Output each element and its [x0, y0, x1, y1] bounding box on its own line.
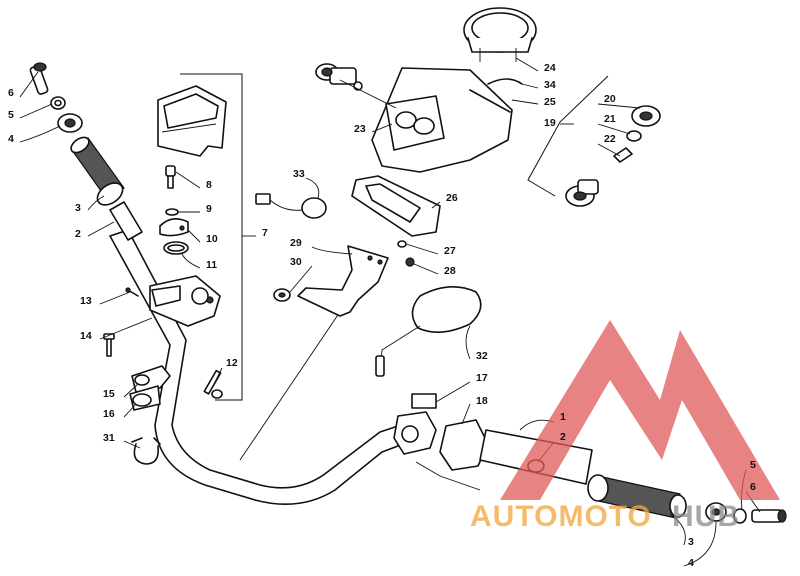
callout-12: 12	[226, 357, 238, 369]
nut-27	[397, 240, 407, 248]
callout-23: 23	[354, 123, 366, 135]
gauge-pod-24	[463, 7, 537, 62]
grommet-30	[273, 288, 291, 302]
gasket-34	[487, 78, 523, 85]
callout-labels: 1223344556678910111213141516171819202122…	[8, 62, 756, 569]
callout-21: 21	[604, 113, 616, 125]
clamp-15-16	[129, 365, 171, 411]
pod-bracket-26	[351, 175, 441, 237]
callout-30: 30	[290, 256, 302, 268]
left-grip-sleeve	[109, 201, 143, 241]
ignition-key-22	[613, 147, 633, 163]
group-bracket-7	[180, 73, 256, 401]
mount-bracket-29	[297, 245, 389, 317]
callout-6: 6	[750, 481, 756, 493]
callout-4: 4	[688, 557, 694, 569]
connector-33	[255, 193, 327, 219]
automotohub-watermark: AUTOMOTO HUB	[470, 320, 780, 533]
callout-33: 33	[293, 168, 305, 180]
mirror-32	[375, 286, 482, 377]
left-washer	[50, 96, 66, 110]
small-screw-13	[125, 287, 139, 297]
right-bar-end-weight	[705, 502, 727, 522]
callout-6: 6	[8, 87, 14, 99]
callout-34: 34	[544, 79, 556, 91]
power-socket-23	[315, 63, 363, 91]
callout-28: 28	[444, 265, 456, 277]
clip-31	[131, 437, 161, 465]
callout-5: 5	[8, 109, 14, 121]
long-screw-12	[203, 369, 223, 399]
ignition-nut-21	[626, 130, 642, 142]
callout-7: 7	[262, 227, 268, 239]
leader-lines	[19, 57, 761, 567]
callout-11: 11	[206, 259, 217, 271]
callout-3: 3	[75, 202, 81, 214]
right-bar-end-bolt	[751, 509, 787, 523]
callout-1: 1	[560, 411, 566, 423]
watermark-text-orange: AUTOMOTO	[470, 500, 652, 533]
callout-20: 20	[604, 93, 616, 105]
right-grip	[587, 474, 687, 519]
callout-17: 17	[476, 372, 488, 384]
callout-4: 4	[8, 133, 14, 145]
callout-29: 29	[290, 237, 302, 249]
watermark-text-grey: HUB	[672, 500, 740, 533]
callout-5: 5	[750, 459, 756, 471]
callout-19: 19	[544, 117, 556, 129]
callout-14: 14	[80, 330, 92, 342]
switch-housing-base	[149, 275, 221, 327]
callout-13: 13	[80, 295, 92, 307]
callout-16: 16	[103, 408, 115, 420]
switch-clamp-10	[159, 218, 189, 237]
callout-18: 18	[476, 395, 488, 407]
callout-31: 31	[103, 432, 115, 444]
right-washer	[733, 508, 747, 524]
callout-32: 32	[476, 350, 488, 362]
callout-27: 27	[444, 245, 456, 257]
label-17	[411, 393, 437, 409]
left-bar-end-bolt	[29, 62, 49, 95]
callout-8: 8	[206, 179, 212, 191]
ignition-switch-body	[565, 179, 599, 207]
callout-26: 26	[446, 192, 458, 204]
callout-3: 3	[688, 536, 694, 548]
handlebar	[109, 229, 399, 505]
callout-10: 10	[206, 233, 218, 245]
callout-2: 2	[560, 431, 566, 443]
switch-housing-cover	[157, 85, 227, 157]
callout-25: 25	[544, 96, 556, 108]
switch-washer-9	[165, 208, 179, 216]
screw-28	[405, 257, 415, 267]
callout-22: 22	[604, 133, 616, 145]
left-grip	[70, 136, 125, 206]
headlight-pod-25	[371, 67, 513, 173]
long-screw-14	[103, 333, 115, 357]
ignition-cap-20	[631, 105, 661, 127]
watermark-logo-shape	[500, 320, 780, 500]
group-bracket-19	[527, 75, 609, 197]
callout-24: 24	[544, 62, 556, 74]
switch-ring-11	[163, 241, 189, 255]
switch-screw-8	[165, 165, 176, 189]
callout-2: 2	[75, 228, 81, 240]
right-switch-housing-18	[393, 411, 489, 491]
callout-15: 15	[103, 388, 115, 400]
callout-9: 9	[206, 203, 212, 215]
left-bar-end-weight	[57, 113, 83, 133]
